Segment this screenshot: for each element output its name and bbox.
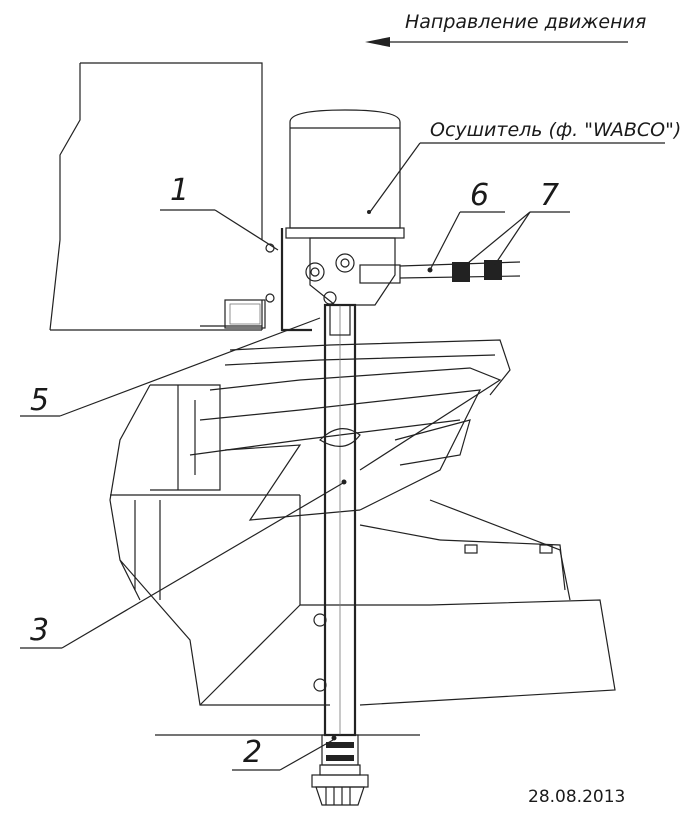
bracket-part-1 (224, 228, 312, 332)
callout-2-label: 2 (243, 735, 262, 770)
callout-5: 5 (20, 317, 321, 418)
callout-1: 1 (160, 173, 279, 251)
drain-valve-part-2 (311, 734, 369, 806)
connector-part-7a (452, 262, 470, 282)
outlet-pipe-part-6 (399, 260, 521, 282)
callout-3: 3 (20, 482, 344, 649)
callout-7: 7 (461, 178, 570, 269)
air-dryer (285, 109, 405, 306)
callout-3-label: 3 (30, 613, 49, 648)
drawing-date: 28.08.2013 (528, 787, 625, 807)
callout-1-label: 1 (170, 173, 189, 208)
callout-2: 2 (232, 735, 334, 771)
callout-5-label: 5 (30, 383, 49, 418)
drain-tube-part-3 (319, 303, 361, 737)
callout-6: 6 (429, 178, 505, 271)
direction-label: Направление движения (405, 11, 646, 33)
direction-of-travel: Направление движения (365, 11, 646, 47)
cab-wall (49, 62, 263, 331)
direction-arrow-head (365, 37, 390, 47)
dryer-label: Осушитель (ф. "WABCO") (430, 119, 681, 141)
callout-6-label: 6 (470, 178, 489, 213)
callout-7-label: 7 (540, 178, 559, 213)
frame-structure (109, 339, 616, 736)
connector-part-7b (484, 260, 502, 280)
dryer-callout: Осушитель (ф. "WABCO") (369, 119, 681, 213)
